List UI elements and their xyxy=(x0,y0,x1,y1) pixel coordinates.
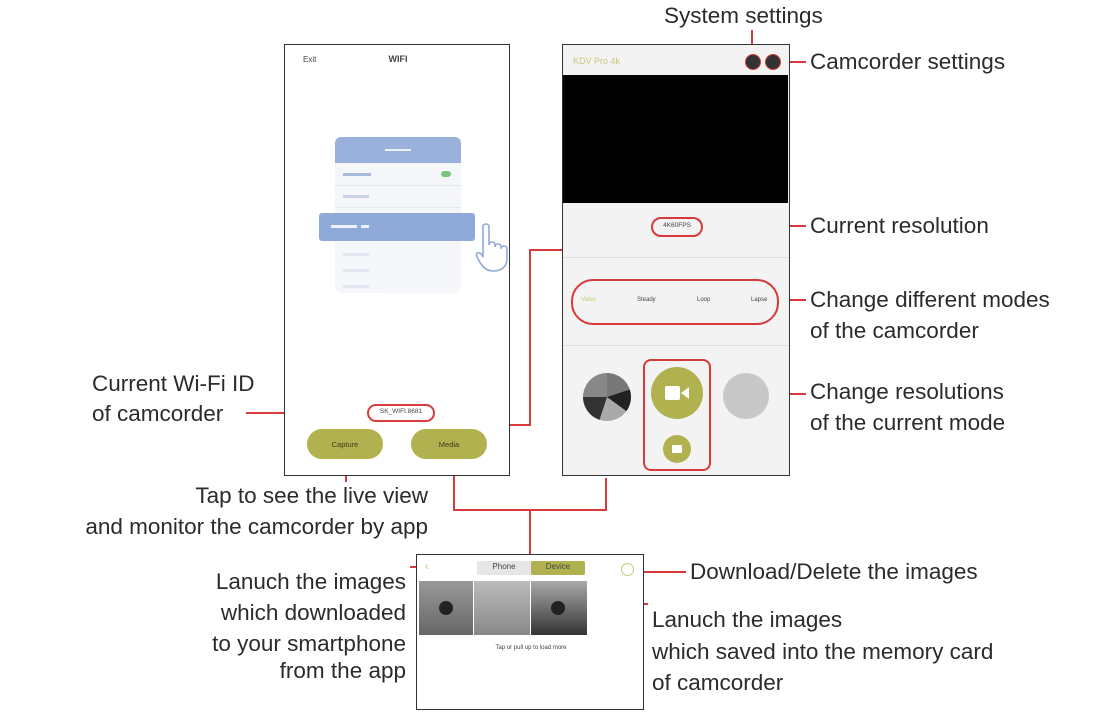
selected-wifi-row[interactable] xyxy=(319,213,475,241)
label-launch-phone-3: to your smartphone xyxy=(212,631,406,656)
label-launch-phone-2: which downloaded xyxy=(220,600,406,625)
media-thumbnail[interactable] xyxy=(419,581,473,635)
capture-button[interactable]: Capture xyxy=(307,429,383,459)
label-current-resolution: Current resolution xyxy=(810,213,989,238)
label-launch-card-1: Lanuch the images xyxy=(652,607,843,632)
mode-icon xyxy=(672,445,682,453)
live-preview-area xyxy=(563,75,788,203)
mode-video[interactable]: Video xyxy=(581,297,597,303)
media-thumbnail[interactable] xyxy=(531,581,587,635)
resolution-highlight xyxy=(651,217,703,237)
mode-steady[interactable]: Steady xyxy=(637,297,656,303)
media-thumbnail[interactable] xyxy=(474,581,530,635)
label-live-view-1: Tap to see the live view xyxy=(195,483,428,508)
current-resolution-value: 4K60FPS xyxy=(663,222,691,229)
tab-phone-label: Phone xyxy=(492,562,516,571)
record-controls-highlight xyxy=(643,359,711,471)
label-launch-phone-1: Lanuch the images xyxy=(215,569,406,594)
back-arrow-icon[interactable]: ‹ xyxy=(425,561,429,573)
system-settings-icon[interactable] xyxy=(745,54,761,70)
exit-link[interactable]: Exit xyxy=(303,55,317,64)
media-button[interactable]: Media xyxy=(411,429,487,459)
tab-phone[interactable]: Phone xyxy=(477,561,531,575)
wifi-screen-title: WIFI xyxy=(388,54,408,64)
record-button[interactable] xyxy=(651,367,703,419)
tap-hand-icon xyxy=(475,223,508,272)
media-phone-screen: ‹ Phone Device Tap or pull up to load mo… xyxy=(416,554,644,710)
wifi-id-value: SK_WIFI.8681 xyxy=(379,408,423,415)
camcorder-title: KDV Pro 4k xyxy=(573,56,621,66)
modes-highlight xyxy=(571,279,779,325)
wifi-phone-screen: Exit WIFI SK_WIFI.8681 Capture Media xyxy=(284,44,510,476)
label-wifi-id-2: of camcorder xyxy=(92,401,224,426)
mode-loop[interactable]: Loop xyxy=(697,297,711,303)
label-live-view-2: and monitor the camcorder by app xyxy=(85,514,428,539)
gallery-thumbnail[interactable] xyxy=(583,373,631,421)
label-launch-phone-4: from the app xyxy=(279,658,406,683)
label-launch-card-2: which saved into the memory card xyxy=(652,639,994,664)
label-launch-card-3: of camcorder xyxy=(652,670,784,695)
label-download-delete: Download/Delete the images xyxy=(690,559,978,584)
tab-device[interactable]: Device xyxy=(531,561,585,575)
label-change-res-1: Change resolutions xyxy=(810,379,1004,404)
load-more-hint: Tap or pull up to load more xyxy=(495,645,567,651)
label-camcorder-settings: Camcorder settings xyxy=(810,49,1006,74)
resolution-select-button[interactable] xyxy=(723,373,769,419)
video-camera-icon xyxy=(665,386,689,400)
download-delete-icon[interactable] xyxy=(621,563,634,576)
switch-mode-button[interactable] xyxy=(663,435,691,463)
label-wifi-id-1: Current Wi-Fi ID xyxy=(92,371,255,396)
tab-device-label: Device xyxy=(545,562,571,571)
video-badge-icon xyxy=(551,601,565,615)
camcorder-phone-screen: KDV Pro 4k 4K60FPS Video Steady Loop Lap… xyxy=(562,44,790,476)
label-change-modes-2: of the camcorder xyxy=(810,318,979,343)
mode-lapse[interactable]: Lapse xyxy=(751,297,768,303)
label-change-res-2: of the current mode xyxy=(810,410,1006,435)
video-badge-icon xyxy=(439,601,453,615)
camcorder-settings-icon[interactable] xyxy=(765,54,781,70)
label-change-modes-1: Change different modes xyxy=(810,287,1050,312)
wifi-id-highlight xyxy=(367,404,435,422)
label-system-settings: System settings xyxy=(664,3,823,28)
